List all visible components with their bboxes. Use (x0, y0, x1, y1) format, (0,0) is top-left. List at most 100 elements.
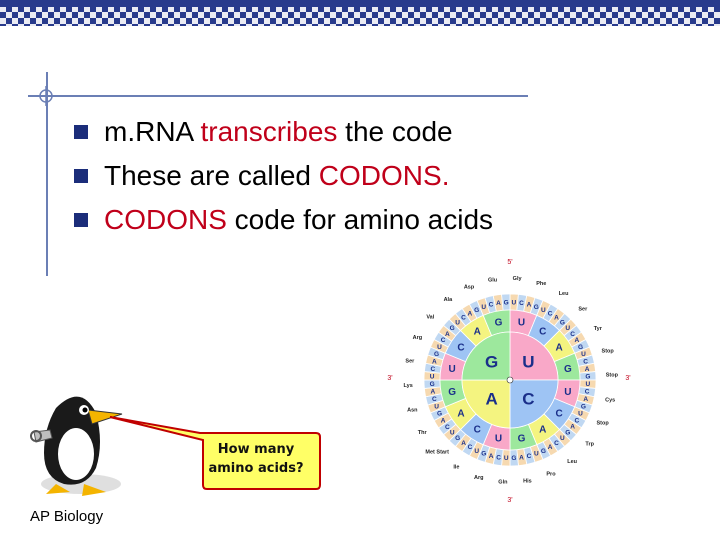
codon-third-base: U (581, 351, 586, 358)
codon-third-base: U (578, 411, 583, 418)
amino-acid-label: Met Start (425, 449, 449, 455)
amino-acid-label: Ser (405, 359, 415, 365)
vertical-guide-line (46, 72, 48, 276)
amino-acid-label: His (523, 478, 532, 484)
amino-acid-label: Stop (606, 373, 619, 379)
codon-third-base: C (489, 302, 494, 309)
codon-first-base: U (522, 353, 534, 372)
codon-third-base: U (430, 373, 435, 380)
codon-third-base: U (541, 307, 546, 314)
codon-second-base: C (474, 425, 481, 436)
codon-third-base: G (581, 404, 586, 411)
codon-first-segment (461, 331, 511, 381)
prime-label: 3' (625, 375, 630, 382)
codon-third-base: G (450, 325, 455, 332)
codon-second-base: G (448, 387, 456, 398)
codon-third-base: G (585, 373, 590, 380)
codon-third-base: C (570, 331, 575, 338)
codon-second-base: U (518, 318, 525, 329)
codon-third-base: G (434, 351, 439, 358)
highlight-text: CODONS. (318, 160, 450, 191)
codon-third-base: G (541, 448, 546, 455)
bubble-line: How many (217, 442, 295, 457)
bullet-square-icon (74, 169, 88, 183)
codon-third-base: G (578, 344, 583, 351)
highlight-text: CODONS (104, 204, 227, 235)
codon-third-base: A (468, 310, 473, 317)
bullet-text: m.RNA transcribes the code (104, 116, 453, 147)
amino-acid-label: Arg (474, 475, 483, 481)
amino-acid-label: Gln (498, 480, 508, 486)
prime-label: 5' (507, 259, 512, 266)
wheel-center-dot (506, 376, 514, 384)
codon-third-base: G (430, 381, 435, 388)
codon-third-base: A (445, 331, 450, 338)
codon-third-base: U (474, 448, 479, 455)
codon-second-base: C (555, 408, 562, 419)
codon-third-base: C (585, 389, 590, 396)
codon-second-base: A (457, 408, 464, 419)
codon-third-base: U (586, 381, 591, 388)
codon-second-base: A (539, 425, 546, 436)
codon-third-base: A (519, 454, 524, 461)
amino-acid-label: Trp (585, 442, 594, 448)
codon-third-base: G (511, 455, 516, 462)
codon-third-base: C (432, 396, 437, 403)
bullet-square-icon (74, 213, 88, 227)
bubble-line: amino acids? (208, 461, 304, 476)
codon-third-base: A (585, 366, 590, 373)
codon-third-base: C (461, 315, 466, 322)
speech-bubble (109, 416, 321, 490)
amino-acid-label: Phe (536, 281, 546, 287)
amino-acid-label: Leu (567, 459, 577, 465)
codon-third-base: G (565, 430, 570, 437)
codon-third-base: A (527, 302, 532, 309)
codon-second-base: U (564, 387, 571, 398)
penguin-mascot (30, 396, 123, 496)
codon-second-base: G (564, 364, 572, 375)
codon-third-base: G (534, 304, 539, 311)
amino-acid-label: Asn (407, 407, 418, 413)
amino-acid-label: Pro (546, 471, 556, 477)
codon-third-base: C (445, 424, 450, 431)
codon-third-base: A (489, 453, 494, 460)
amino-acid-label: Gly (513, 276, 523, 282)
codon-second-base: A (555, 343, 562, 354)
codon-third-base: U (534, 451, 539, 458)
codon-third-base: G (560, 319, 565, 326)
codon-third-base: C (468, 444, 473, 451)
amino-acid-label: Ser (578, 306, 588, 312)
codon-third-base: A (548, 444, 553, 451)
codon-third-base: C (527, 453, 532, 460)
amino-acid-label: Stop (602, 348, 615, 354)
codon-third-base: U (511, 299, 516, 306)
codon-third-base: A (570, 424, 575, 431)
codon-first-base: A (485, 389, 497, 408)
amino-acid-label: Cys (605, 397, 615, 403)
codon-third-base: A (461, 440, 466, 447)
amino-acid-label: Leu (559, 291, 569, 297)
codon-third-base: A (583, 396, 588, 403)
codon-third-base: G (481, 451, 486, 458)
codon-third-base: C (548, 310, 553, 317)
amino-acid-label: Ala (444, 297, 454, 303)
codon-first-base: C (522, 389, 534, 408)
amino-acid-label: Glu (488, 277, 497, 283)
codon-third-base: C (554, 440, 559, 447)
bullet-item: m.RNA transcribes the code (70, 112, 690, 156)
codon-third-base: C (496, 454, 501, 461)
codon-third-base: A (554, 315, 559, 322)
codon-third-base: C (583, 358, 588, 365)
codon-second-base: C (457, 343, 464, 354)
bullet-square-icon (74, 125, 88, 139)
prime-label: 3' (507, 497, 512, 504)
codon-third-base: C (519, 300, 524, 307)
amino-acid-label: Arg (413, 335, 422, 341)
amino-acid-label: Val (426, 314, 434, 320)
codon-second-base: U (449, 364, 456, 375)
codon-third-base: G (437, 411, 442, 418)
bullet-item: CODONS code for amino acids (70, 200, 690, 244)
codon-third-base: A (430, 389, 435, 396)
